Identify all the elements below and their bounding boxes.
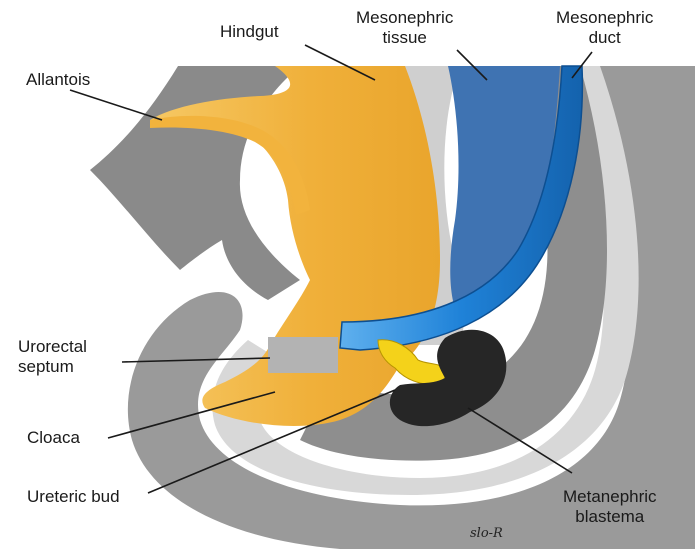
label-hindgut: Hindgut (220, 22, 279, 42)
label-mesonephric-tissue: Mesonephric tissue (356, 8, 453, 48)
label-urorectal-septum-line1: Urorectal (18, 337, 87, 357)
label-metanephric-blastema-line2: blastema (563, 507, 657, 527)
label-urorectal-septum: Urorectal septum (18, 337, 87, 377)
urorectal-septum-patch (268, 337, 338, 373)
label-mesonephric-duct: Mesonephric duct (556, 8, 653, 48)
label-allantois: Allantois (26, 70, 90, 90)
label-ureteric-bud: Ureteric bud (27, 487, 120, 507)
leader-allantois (70, 90, 162, 120)
label-mesonephric-tissue-line1: Mesonephric (356, 8, 453, 28)
label-urorectal-septum-line2: septum (18, 357, 87, 377)
label-mesonephric-tissue-line2: tissue (356, 28, 453, 48)
label-metanephric-blastema-line1: Metanephric (563, 487, 657, 507)
label-mesonephric-duct-line1: Mesonephric (556, 8, 653, 28)
artist-signature: slo-R (470, 526, 503, 541)
label-cloaca: Cloaca (27, 428, 80, 448)
label-mesonephric-duct-line2: duct (556, 28, 653, 48)
label-metanephric-blastema: Metanephric blastema (563, 487, 657, 527)
